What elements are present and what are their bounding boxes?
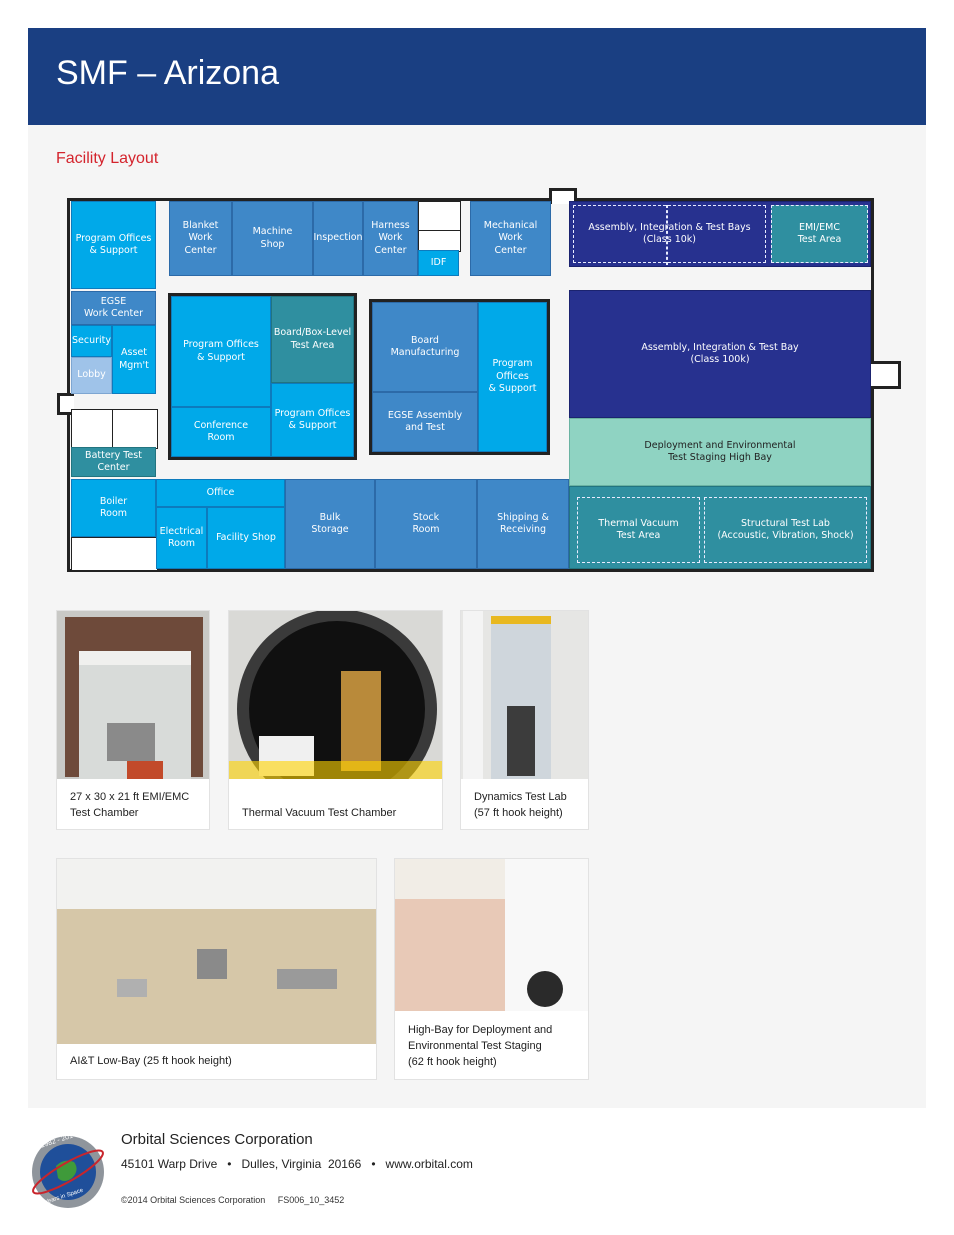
- room-unlabeled-4: [112, 409, 158, 449]
- room-unlabeled-3: [71, 409, 114, 449]
- dynamics-lab-image: [461, 611, 588, 779]
- room-harness-work-center: Harness Work Center: [363, 201, 418, 276]
- photo-high-bay: High-Bay for Deployment and Environmenta…: [394, 858, 589, 1080]
- room-ait-bay-100k: Assembly, Integration & Test Bay (Class …: [569, 290, 871, 418]
- company-name: Orbital Sciences Corporation: [121, 1131, 313, 1148]
- page-title: SMF – Arizona: [56, 54, 279, 92]
- room-lobby: Lobby: [71, 357, 112, 394]
- room-board-manufacturing: Board Manufacturing: [372, 302, 478, 392]
- room-mechanical-work-center: Mechanical Work Center: [470, 201, 551, 276]
- room-egse-assembly-test: EGSE Assembly and Test: [372, 392, 478, 452]
- orbital-anniversary-logo: [32, 1136, 104, 1208]
- room-office: Office: [156, 479, 285, 507]
- company-address: 45101 Warp Drive • Dulles, Virginia 2016…: [121, 1157, 473, 1171]
- copyright: ©2014 Orbital Sciences Corporation FS006…: [121, 1195, 345, 1205]
- block-wall-2: [369, 299, 550, 455]
- wall-notch-top: [549, 188, 577, 204]
- section-title: Facility Layout: [56, 150, 159, 167]
- room-idf: IDF: [418, 250, 459, 276]
- room-emi-emc-test-area: EMI/EMC Test Area: [771, 205, 868, 263]
- ait-low-bay-image: [57, 859, 376, 1044]
- wall-notch-right: [870, 361, 901, 389]
- room-conference: Conference Room: [171, 407, 271, 457]
- photo-thermal-vacuum-chamber: Thermal Vacuum Test Chamber: [228, 610, 443, 830]
- room-unlabeled-2: [418, 230, 461, 252]
- high-bay-image: [395, 859, 588, 1011]
- photo-emi-emc-chamber: 27 x 30 x 21 ft EMI/EMC Test Chamber: [56, 610, 210, 830]
- room-structural-test-lab: Structural Test Lab (Accoustic, Vibratio…: [704, 497, 867, 563]
- room-unlabeled-1: [418, 201, 461, 232]
- room-program-offices-4: Program Offices & Support: [478, 302, 547, 452]
- room-board-box-test-area: Board/Box-Level Test Area: [271, 296, 354, 383]
- room-machine-shop: Machine Shop: [232, 201, 313, 276]
- room-blanket-work-center: Blanket Work Center: [169, 201, 232, 276]
- room-asset-mgmt: Asset Mgm't: [112, 325, 156, 394]
- room-program-offices-3: Program Offices & Support: [271, 383, 354, 457]
- room-electrical: Electrical Room: [156, 507, 207, 569]
- photo-caption: Dynamics Test Lab (57 ft hook height): [474, 791, 567, 819]
- room-facility-shop: Facility Shop: [207, 507, 285, 569]
- photo-caption: High-Bay for Deployment and Environmenta…: [408, 1024, 553, 1068]
- room-thermal-vacuum-test-area: Thermal Vacuum Test Area: [577, 497, 700, 563]
- thermal-vacuum-image: [229, 611, 442, 779]
- photo-ait-low-bay: AI&T Low-Bay (25 ft hook height): [56, 858, 377, 1080]
- room-unlabeled-5: [71, 537, 158, 571]
- emi-chamber-image: [57, 611, 209, 779]
- room-program-offices-1: Program Offices & Support: [71, 201, 156, 289]
- wall-notch-left: [57, 393, 74, 415]
- block-wall-1: [168, 293, 357, 460]
- room-egse-work-center: EGSE Work Center: [71, 291, 156, 325]
- room-inspection: Inspection: [313, 201, 363, 276]
- room-deployment-staging: Deployment and Environmental Test Stagin…: [569, 418, 871, 486]
- photo-dynamics-test-lab: Dynamics Test Lab (57 ft hook height): [460, 610, 589, 830]
- ait-bays-divider: [666, 205, 668, 265]
- room-security: Security: [71, 325, 112, 357]
- photo-caption: 27 x 30 x 21 ft EMI/EMC Test Chamber: [70, 791, 190, 819]
- room-boiler: Boiler Room: [71, 479, 156, 537]
- room-bulk-storage: Bulk Storage: [285, 479, 375, 569]
- room-program-offices-2: Program Offices & Support: [171, 296, 271, 407]
- room-test-areas-bg: [569, 486, 871, 569]
- photo-caption: AI&T Low-Bay (25 ft hook height): [70, 1055, 232, 1067]
- room-shipping-receiving: Shipping & Receiving: [477, 479, 569, 569]
- header-bar: SMF – Arizona: [28, 28, 926, 125]
- room-stock: Stock Room: [375, 479, 477, 569]
- room-battery-test-center: Battery Test Center: [71, 447, 156, 477]
- room-ait-bays-10k: Assembly, Integration & Test Bays (Class…: [573, 205, 766, 263]
- photo-caption: Thermal Vacuum Test Chamber: [242, 807, 397, 819]
